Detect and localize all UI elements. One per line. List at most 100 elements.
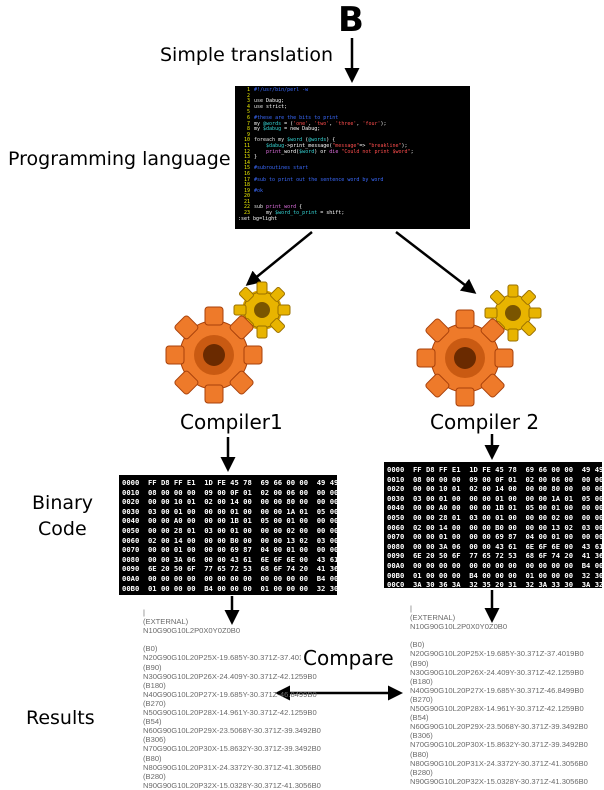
line-number: 1 xyxy=(246,87,250,93)
binary-hex-dump-compiler1: 0000 FF D8 FF E1 1D FE 45 78 69 66 00 00… xyxy=(119,475,337,595)
result-line: (EXTERNAL) xyxy=(410,613,456,623)
binary-code-label-line1: Binary xyxy=(32,492,94,514)
line-number: 3 xyxy=(246,98,250,105)
line-number: 15 xyxy=(243,165,250,172)
code-token: Dabug; xyxy=(266,98,285,105)
line-number: 22 xyxy=(243,204,250,211)
result-line: N90G90G10L20P32X-15.0328Y-30.371Z-41.305… xyxy=(143,780,321,790)
code-line: 18 xyxy=(238,182,467,189)
code-token: @words xyxy=(308,137,327,144)
compiler1-label: Compiler1 xyxy=(180,410,283,434)
code-token: ->print_message( xyxy=(284,142,333,149)
result-line: (B0) xyxy=(143,644,158,654)
code-token: foreach xyxy=(254,137,279,144)
result-line: N50G90G10L20P28X-14.961Y-30.371Z-42.1259… xyxy=(143,708,317,718)
code-line: 19 #ok xyxy=(238,187,467,195)
code-line: 6#these are the bits to print xyxy=(238,114,467,122)
code-token: ); xyxy=(380,120,387,127)
line-number: 10 xyxy=(243,137,250,144)
result-line: | xyxy=(410,604,412,613)
line-number: 18 xyxy=(243,182,250,189)
code-token: #!/usr/bin/perl -w xyxy=(254,87,309,93)
hex-row: 0050 00 00 28 01 03 00 01 00 00 00 02 00… xyxy=(122,525,337,535)
code-line: 9 xyxy=(238,132,467,139)
code-token: ); xyxy=(401,142,408,149)
code-token: $word xyxy=(287,137,303,144)
binary-code-label-line2: Code xyxy=(38,518,87,540)
code-token: _word( xyxy=(281,148,300,155)
result-line: N30G90G10L20P26X-24.409Y-30.371Z-42.1259… xyxy=(143,671,317,681)
source-label-b: B xyxy=(338,0,364,40)
hex-row: 0060 02 00 14 00 00 00 B0 00 00 00 13 02… xyxy=(122,535,337,545)
code-token: strict; xyxy=(266,103,288,110)
hex-row: 0070 00 00 01 00 00 00 69 87 04 00 01 00… xyxy=(122,545,337,555)
hex-row: 0030 03 00 01 00 00 00 01 00 00 00 1A 01… xyxy=(387,493,602,503)
result-line: (EXTERNAL) xyxy=(143,617,189,627)
programming-language-label: Programming language xyxy=(8,148,231,170)
code-line: 20 xyxy=(238,194,467,200)
result-line: (B180) xyxy=(410,676,433,686)
line-number: 8 xyxy=(246,126,250,133)
hex-row: 0040 00 00 A0 00 00 00 1B 01 05 00 01 00… xyxy=(387,503,602,513)
code-token: #ok xyxy=(254,187,264,194)
compare-label: Compare xyxy=(301,646,396,670)
result-line: N20G90G10L20P25X-19.685Y-30.371Z-37.4019… xyxy=(410,649,584,659)
connector-arrows xyxy=(165,38,542,701)
result-line: | xyxy=(143,608,145,617)
code-token: 'four' xyxy=(362,120,381,127)
hex-row: 0080 00 00 3A 06 00 00 43 61 6E 6F 6E 00… xyxy=(387,541,602,551)
result-line: (B306) xyxy=(410,731,433,741)
result-line: N60G90G10L20P29X-23.5068Y-30.371Z-39.349… xyxy=(410,722,588,732)
line-number: 19 xyxy=(243,187,250,194)
code-token: use xyxy=(254,98,267,105)
code-token: my xyxy=(278,137,288,144)
line-number: 4 xyxy=(246,103,250,110)
code-line: 16 xyxy=(238,171,467,178)
code-token: = shift; xyxy=(317,210,345,217)
line-number: 23 xyxy=(243,210,250,217)
gear-icon-compiler2 xyxy=(416,284,542,407)
result-line: (B90) xyxy=(143,662,162,672)
hex-row: 0090 6E 20 50 6F 77 65 72 53 68 6F 74 20… xyxy=(387,551,602,561)
code-token: ) { xyxy=(326,137,336,144)
code-line: 2 xyxy=(238,93,467,100)
result-line: N40G90G10L20P27X-19.685Y-30.371Z-46.8499… xyxy=(143,689,317,699)
binary-hex-dump-compiler2: 0000 FF D8 FF E1 1D FE 45 78 69 66 00 00… xyxy=(384,462,602,588)
result-line: (B90) xyxy=(410,658,429,668)
code-token: "Could not print $word" xyxy=(338,148,411,155)
code-line: 13} xyxy=(238,154,467,161)
result-line: N30G90G10L20P26X-24.409Y-30.371Z-42.1259… xyxy=(410,667,584,677)
code-token: , xyxy=(356,120,363,127)
hex-row: 0010 08 00 00 00 09 00 0F 01 02 00 06 00… xyxy=(122,487,337,497)
code-line: 21 xyxy=(238,199,467,206)
results-output-compiler2: |(EXTERNAL)N10G90G10L2P0X0Y0Z0B0 (B0)N20… xyxy=(410,604,588,786)
code-token: , xyxy=(308,120,315,127)
code-line: 14 xyxy=(238,159,467,167)
result-line: (B180) xyxy=(143,680,166,690)
code-token: 'two' xyxy=(314,120,330,127)
result-line: (B80) xyxy=(143,753,162,763)
code-token: = new Dabug; xyxy=(281,126,321,133)
code-token: $dabug xyxy=(266,142,285,149)
results-output-compiler1: |(EXTERNAL)N10G90G10L2P0X0Y0Z0B0 (B0)N20… xyxy=(143,608,321,790)
hex-row: 00B0 01 00 00 00 B4 00 00 00 01 00 00 00… xyxy=(387,570,602,580)
hex-row: 00C0 3A 30 36 3A 32 35 20 31 32 3A 33 30… xyxy=(122,593,337,595)
code-token: @words xyxy=(263,120,282,127)
code-token: "message" xyxy=(332,142,360,149)
result-line xyxy=(143,635,321,644)
hex-row: 00A0 00 00 00 00 00 00 00 00 00 00 00 00… xyxy=(122,573,337,583)
code-line: 23 my $word_to_print = shift; xyxy=(238,210,467,217)
result-line: (B80) xyxy=(410,749,429,759)
arrow-code-to-compiler2 xyxy=(395,231,477,294)
code-token: $word_to_print xyxy=(275,210,318,217)
code-token: $word xyxy=(299,148,315,155)
code-line: 11 $dabug->print_message("message"=> "br… xyxy=(238,142,467,150)
code-token: $dabug xyxy=(263,126,282,133)
line-number: 6 xyxy=(246,114,250,121)
code-line: 15#subroutines start xyxy=(238,166,467,172)
compiler2-label: Compiler 2 xyxy=(430,410,540,434)
line-number: 14 xyxy=(243,159,250,166)
editor-status-line: :set bg=light xyxy=(238,215,278,222)
